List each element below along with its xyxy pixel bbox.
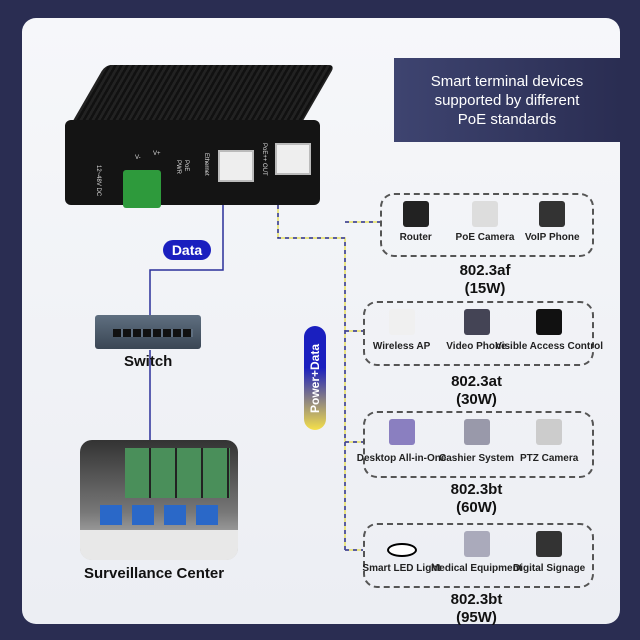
router-icon xyxy=(402,201,429,227)
vplus-label: V+ xyxy=(153,151,161,157)
device-group-box xyxy=(363,301,594,366)
headline-line: supported by different xyxy=(434,92,580,109)
access-control-icon xyxy=(536,309,563,335)
standard-name: 802.3af xyxy=(459,262,511,279)
vminus-label: V- xyxy=(135,155,141,161)
data-pill: Data xyxy=(163,240,211,260)
device-label: Desktop All-in-One xyxy=(356,453,447,464)
device-label: VoIP Phone xyxy=(524,232,580,243)
switch-label: Switch xyxy=(124,353,173,370)
standard-name: 802.3bt xyxy=(450,481,503,498)
device-label: Wireless AP xyxy=(372,341,431,352)
camera-icon xyxy=(472,201,498,227)
power-data-pill: Power+Data xyxy=(304,326,326,430)
surveillance-center-image xyxy=(80,440,238,560)
device-label: Smart LED Light xyxy=(362,563,441,574)
standard-power: (95W) xyxy=(456,609,497,626)
power-terminal xyxy=(123,170,161,208)
poe-out-label: PoE++ OUT xyxy=(261,143,267,176)
device-label: PoE Camera xyxy=(455,232,515,243)
led-light-icon xyxy=(386,543,417,557)
data-line xyxy=(149,170,224,440)
poe-standard-label: 802.3at(30W) xyxy=(357,373,597,409)
pwr-label: PWR xyxy=(175,160,181,174)
standard-power: (15W) xyxy=(464,280,506,297)
medical-icon xyxy=(463,531,490,557)
device-label: Router xyxy=(399,232,432,243)
device-label: PTZ Camera xyxy=(519,453,579,464)
device-group-box xyxy=(363,411,594,478)
poe-standard-label: 802.3bt(60W) xyxy=(357,481,597,517)
ptz-camera-icon xyxy=(536,419,563,445)
device-label: Cashier System xyxy=(438,453,515,464)
standard-power: (60W) xyxy=(456,499,497,516)
poe-label: PoE xyxy=(183,160,189,172)
standard-power: (30W) xyxy=(456,391,497,408)
dc-label: 12~48V DC xyxy=(95,165,101,197)
standard-name: 802.3at xyxy=(451,373,502,390)
device-label: Medical Equipment xyxy=(430,563,523,574)
ethernet-port xyxy=(218,150,254,182)
device-label: Video Phone xyxy=(446,341,507,352)
poe-out-port xyxy=(275,143,311,175)
device-label: Visible Access Control xyxy=(495,341,604,352)
device-label: Digital Signage xyxy=(513,563,586,574)
laptop-icon xyxy=(388,419,415,445)
poe-standard-label: 802.3bt(95W) xyxy=(357,591,597,627)
standard-name: 802.3bt xyxy=(450,591,503,608)
switch-image xyxy=(95,315,201,349)
surveillance-label: Surveillance Center xyxy=(84,565,225,582)
phone-icon xyxy=(539,201,566,227)
headline-line: Smart terminal devices xyxy=(430,73,584,90)
device-group-box xyxy=(380,193,594,257)
poe-standard-label: 802.3af(15W) xyxy=(365,262,605,298)
headline-line: PoE standards xyxy=(457,111,557,128)
headline-banner: Smart terminal devices supported by diff… xyxy=(394,58,620,142)
device-group-box xyxy=(363,523,594,588)
ethernet-label: Ethernet xyxy=(203,153,209,176)
poe-injector-device: 12~48V DC V- V+ PWR PoE Ethernet PoE++ O… xyxy=(55,65,336,210)
video-phone-icon xyxy=(463,309,490,335)
signage-icon xyxy=(536,531,563,557)
pos-icon xyxy=(463,419,490,445)
access-point-icon xyxy=(388,309,415,335)
